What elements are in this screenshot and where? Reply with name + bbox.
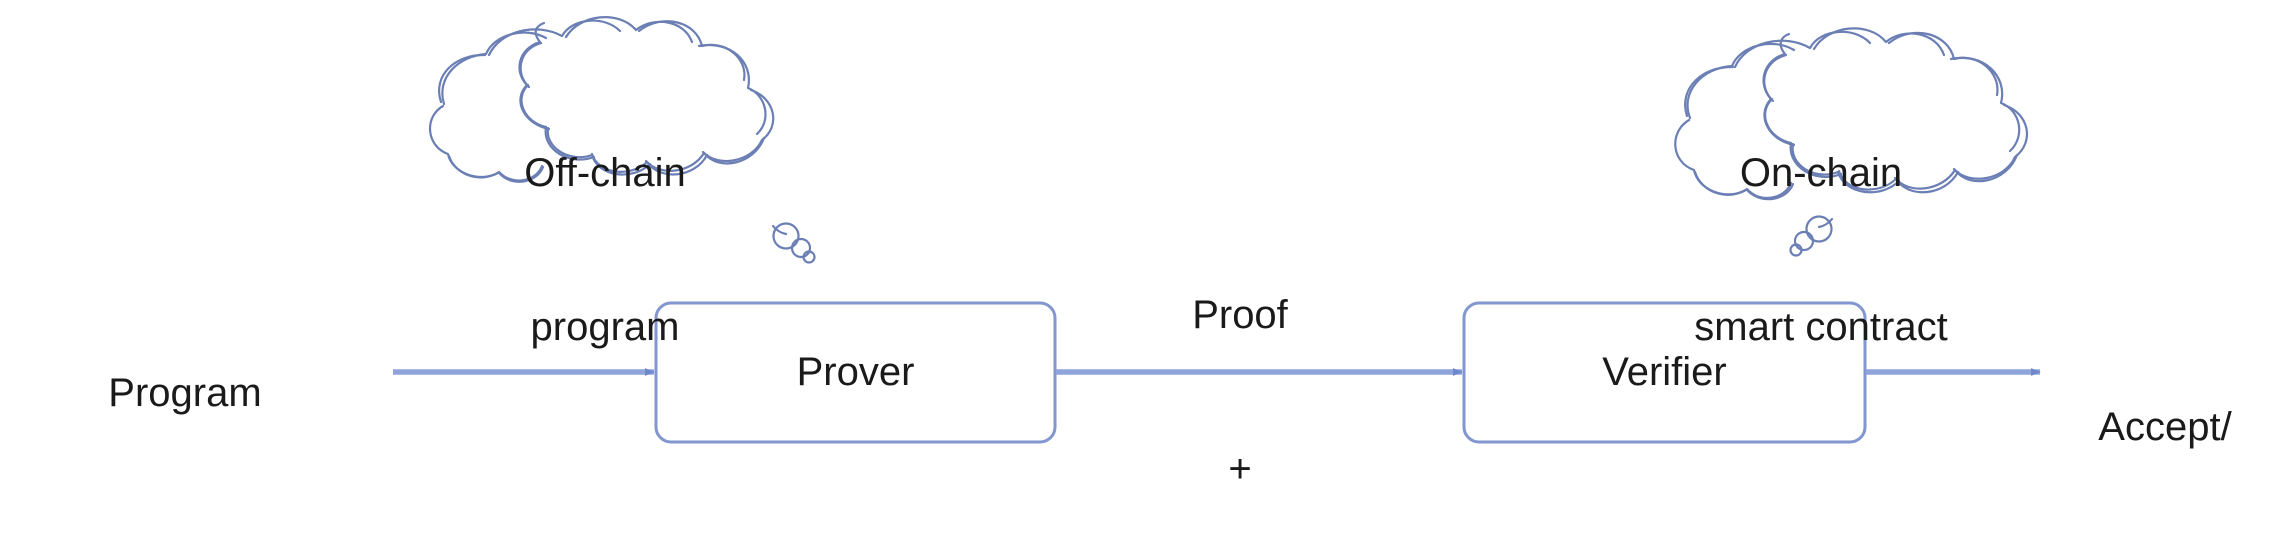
- output-label-line-1: Accept/: [2098, 405, 2232, 450]
- output-label: Accept/ Reject: [2052, 300, 2278, 536]
- cloud-off-chain: [428, 16, 816, 264]
- input-label-line-1: Program: [108, 371, 262, 416]
- input-label: Program + Inputs (public + private): [0, 266, 370, 536]
- edge-label-proof: Proof + public inputs: [1085, 188, 1395, 536]
- verifier-box-label: Verifier: [1602, 350, 1727, 394]
- cloud-on-chain: [1674, 27, 2028, 257]
- verifier-box[interactable]: [1462, 301, 1867, 444]
- cloud-off-chain-label: Off-chain program: [420, 46, 790, 456]
- cloud-off-chain-line-1: Off-chain: [524, 151, 686, 196]
- edge-label-line-1: Proof: [1192, 293, 1288, 338]
- cloud-on-chain-line-2: smart contract: [1694, 304, 1948, 349]
- input-label-line-2: +: [0, 522, 370, 536]
- cloud-off-chain-line-2: program: [530, 304, 680, 349]
- prover-box[interactable]: [654, 301, 1057, 444]
- cloud-on-chain-label: On-chain smart contract: [1640, 46, 2002, 456]
- prover-box-label: Prover: [796, 350, 915, 394]
- edge-label-line-2: +: [1228, 446, 1252, 491]
- cloud-on-chain-line-1: On-chain: [1739, 151, 1903, 196]
